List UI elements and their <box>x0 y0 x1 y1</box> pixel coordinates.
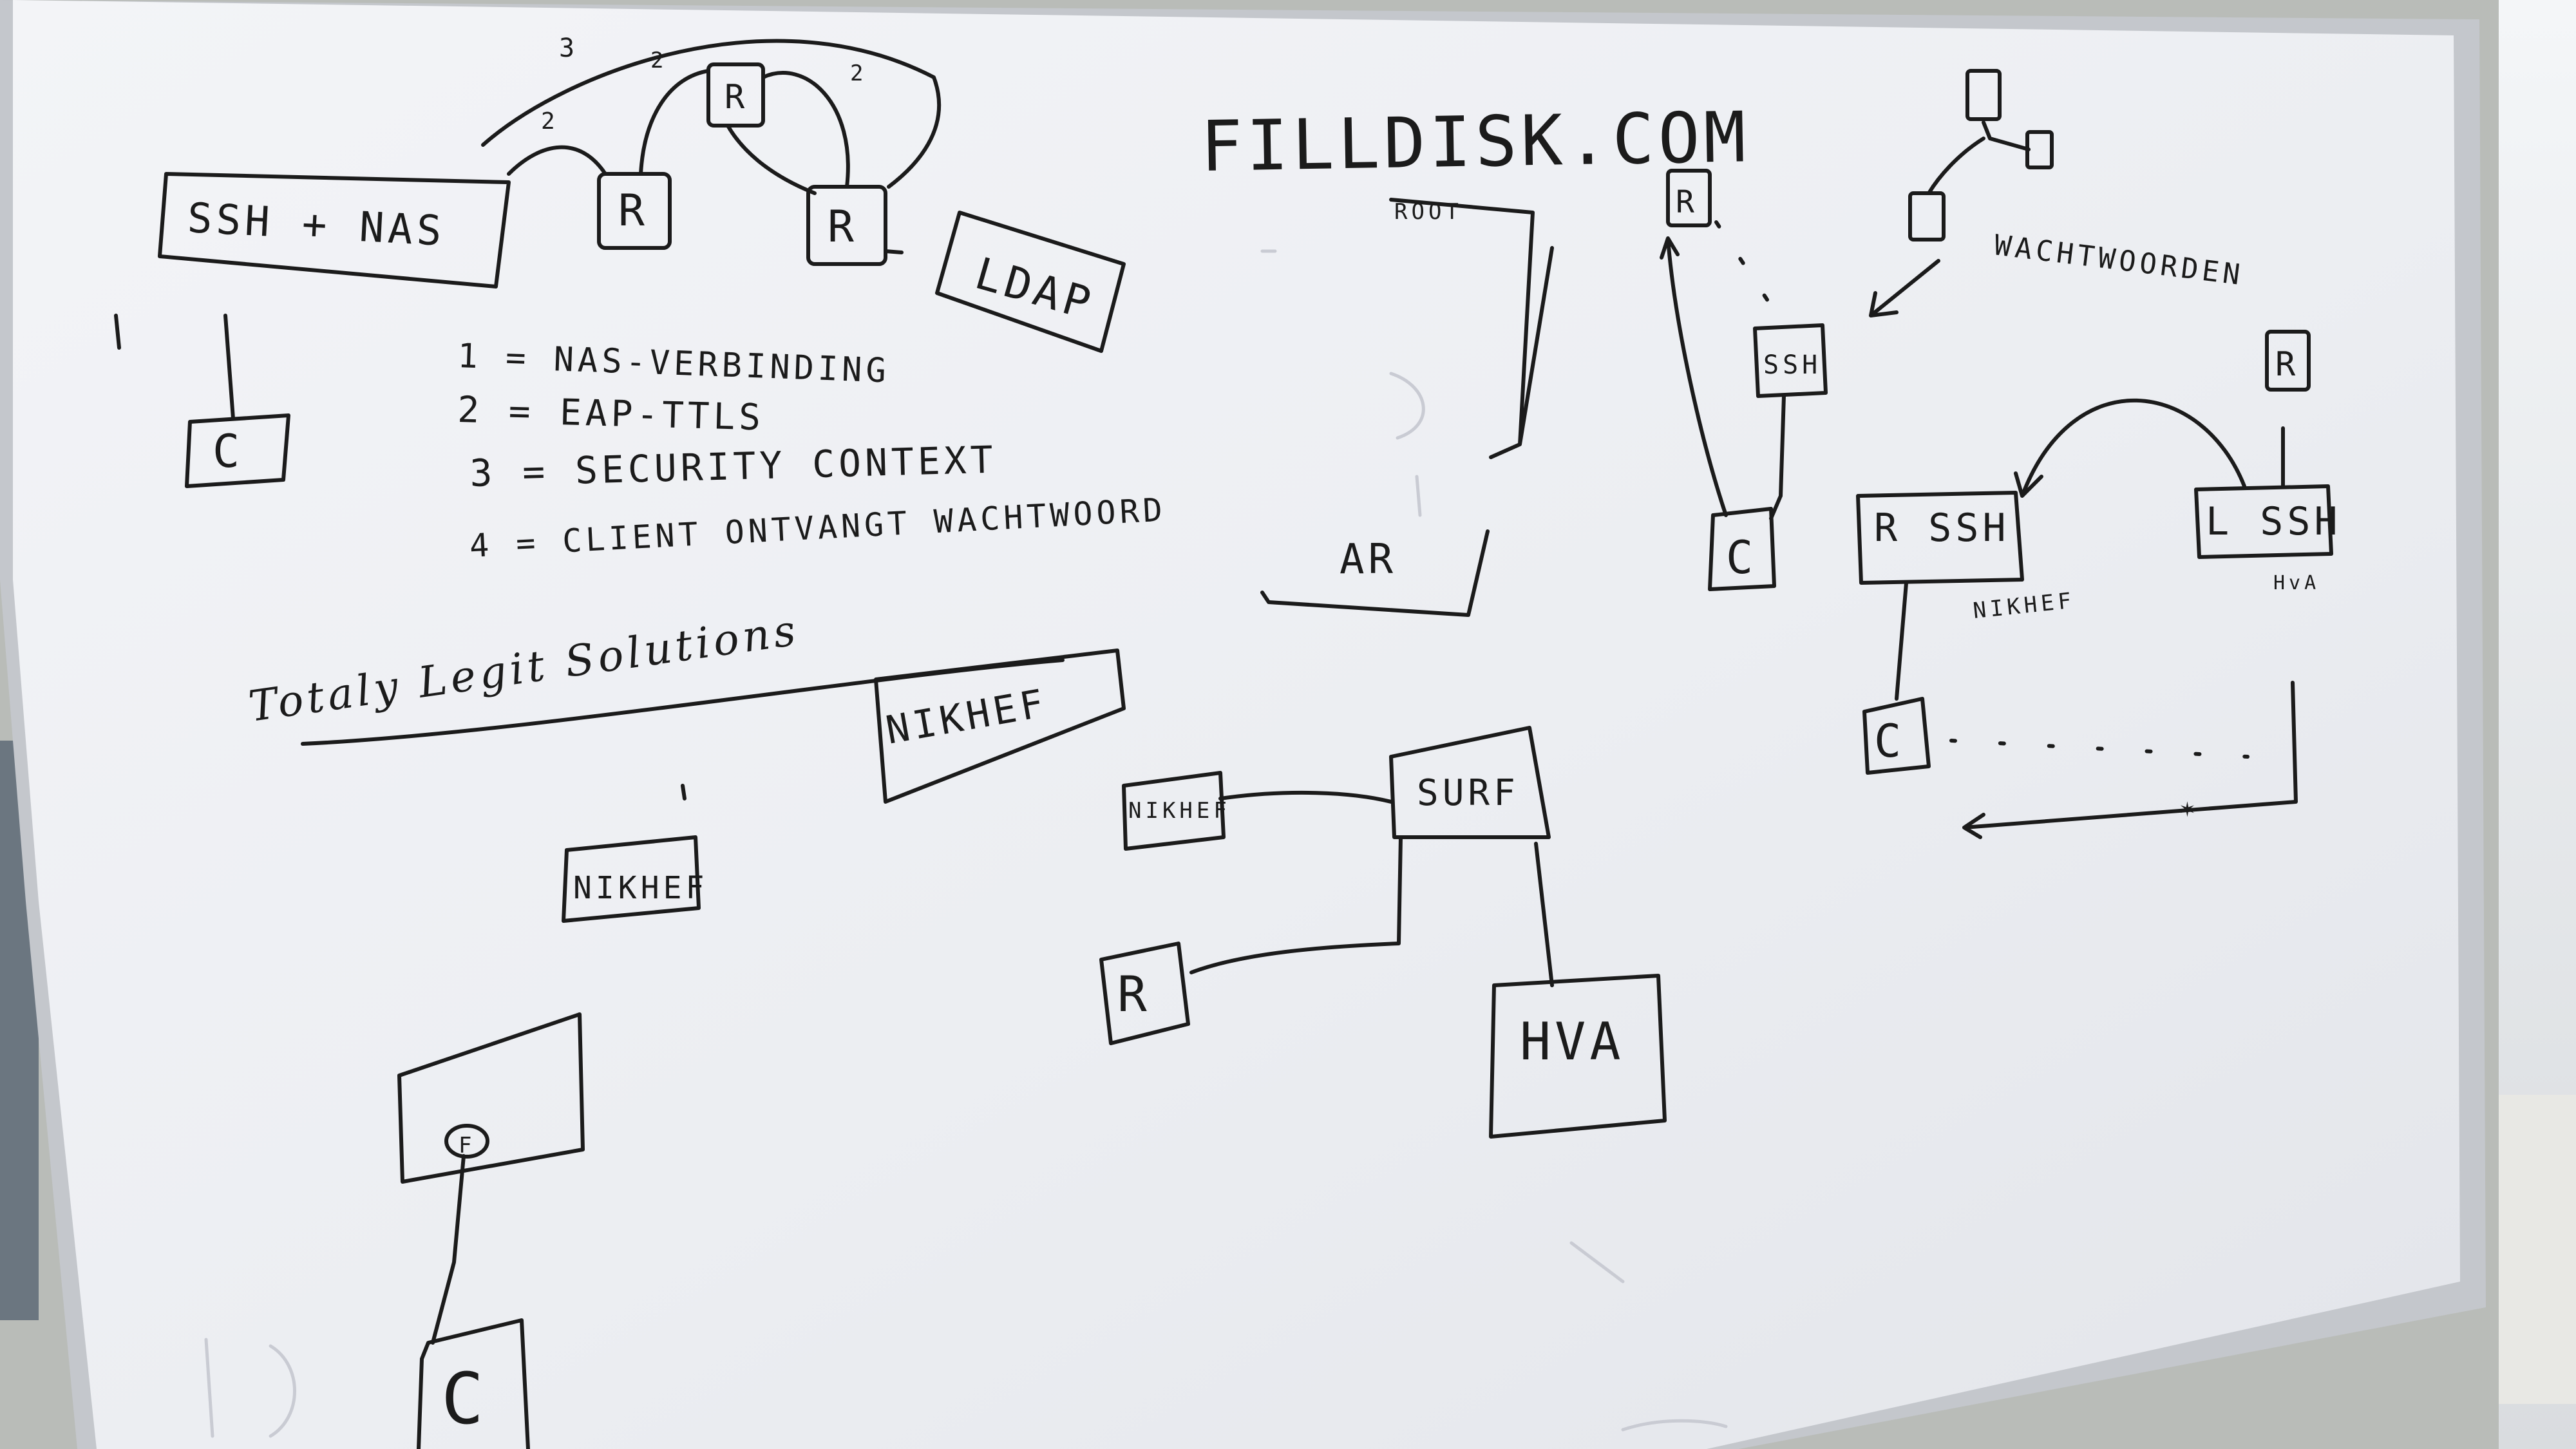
link-surf-hva <box>1534 842 1554 987</box>
ssh-box-right <box>1753 323 1828 398</box>
arc-2c <box>761 71 850 189</box>
r-ssh-box <box>1856 491 2024 585</box>
router-box-2 <box>706 62 765 128</box>
arc-3 <box>481 39 942 189</box>
bottom-client-box <box>417 1318 530 1449</box>
link-surf-router <box>1189 835 1403 974</box>
router-label-1: R <box>618 185 649 236</box>
stray-mark <box>114 314 121 350</box>
link-nikhef-surf <box>1218 790 1393 804</box>
edge-label-2a: 2 <box>541 108 559 135</box>
f-client-link <box>431 1154 466 1345</box>
router-label-2: R <box>724 78 748 117</box>
ldap-box <box>935 211 1126 353</box>
wachtwoorden-arrow <box>1869 259 1940 317</box>
arc-2a <box>507 145 607 176</box>
edge-label-2c: 2 <box>850 61 867 86</box>
l-to-r-arrow <box>2014 398 2246 498</box>
net-hva-label: HVA <box>1520 1012 1625 1072</box>
top-left-diagram: SSH + NAS R R R LDAP 3 2 2 2 C <box>114 33 1126 488</box>
network-diagram: NIKHEF SURF R HVA <box>1099 726 1667 1139</box>
ssh-c-link <box>1769 394 1786 520</box>
radiator-right <box>2499 1095 2576 1404</box>
net-router-label: R <box>1117 965 1151 1023</box>
center-diagram: FILLDISK.COM ROOT AR NIKHEF NIKHEF <box>562 97 1750 923</box>
top-tree <box>1927 120 2031 195</box>
erased-ghosts <box>204 1241 1728 1438</box>
board-surface <box>13 0 2460 1449</box>
r-ssh-label: R SSH <box>1874 506 2010 551</box>
hva-return-arrow <box>1962 681 2298 839</box>
net-router-box <box>1099 942 1190 1045</box>
c-box-far-right <box>1862 697 1931 775</box>
router-label-3: R <box>828 202 858 252</box>
dotted-c-link <box>1949 739 2249 759</box>
c-label-right: C <box>1726 531 1757 584</box>
ssh-label-right: SSH <box>1763 350 1821 380</box>
arc-r-r <box>726 124 817 195</box>
edge-label-2b: 2 <box>650 48 667 73</box>
r-c-arrow <box>1660 236 1728 517</box>
hva-label-right: HvA <box>2273 572 2320 594</box>
c-box-right <box>1708 507 1776 591</box>
r-box-far-right <box>2265 330 2311 392</box>
ldap-link <box>884 249 904 254</box>
center-box-bottom: AR <box>1340 536 1397 583</box>
top-r-box-1 <box>1965 69 2002 121</box>
net-nikhef-label: NIKHEF <box>1128 798 1231 824</box>
erased-marks <box>1260 249 1425 517</box>
nikhef-small-label: NIKHEF <box>573 870 708 906</box>
client-box-topleft <box>185 413 290 488</box>
nikhef-small-box <box>562 835 701 923</box>
ssh-client-link <box>223 314 235 421</box>
bottom-client-label: C <box>441 1358 488 1440</box>
r-box-right <box>1666 169 1712 227</box>
f-circle-label: F <box>459 1133 475 1159</box>
edge-label-3: 3 <box>559 33 578 63</box>
stray-dash <box>681 784 687 800</box>
router-box-1 <box>597 172 672 250</box>
nikhef-partial-box <box>874 649 1126 804</box>
client-label-topleft: C <box>213 425 243 478</box>
c-label-far-right: C <box>1874 715 1905 768</box>
net-surf-box <box>1389 726 1551 839</box>
legend-item-2: 2 = EAP-TTLS <box>457 389 765 439</box>
bottom-box <box>397 1012 585 1184</box>
paw-mark: ✶ <box>2180 794 2199 822</box>
r-ssh-c-link <box>1895 581 1908 701</box>
ssh-nas-box <box>158 172 511 289</box>
r-label-right: R <box>1676 184 1698 220</box>
r-label-far-right: R <box>2275 345 2299 384</box>
net-nikhef-box <box>1122 771 1226 851</box>
l-ssh-label: L SSH <box>2206 499 2342 544</box>
f-circle <box>444 1124 489 1159</box>
bottom-left-diagram: F C <box>397 1012 585 1449</box>
center-box <box>1260 198 1554 617</box>
site-title: FILLDISK.COM <box>1200 97 1750 187</box>
net-surf-label: SURF <box>1417 772 1519 814</box>
arc-2b <box>639 69 710 176</box>
net-hva-box <box>1489 974 1667 1139</box>
center-box-top: ROOT <box>1394 199 1463 225</box>
